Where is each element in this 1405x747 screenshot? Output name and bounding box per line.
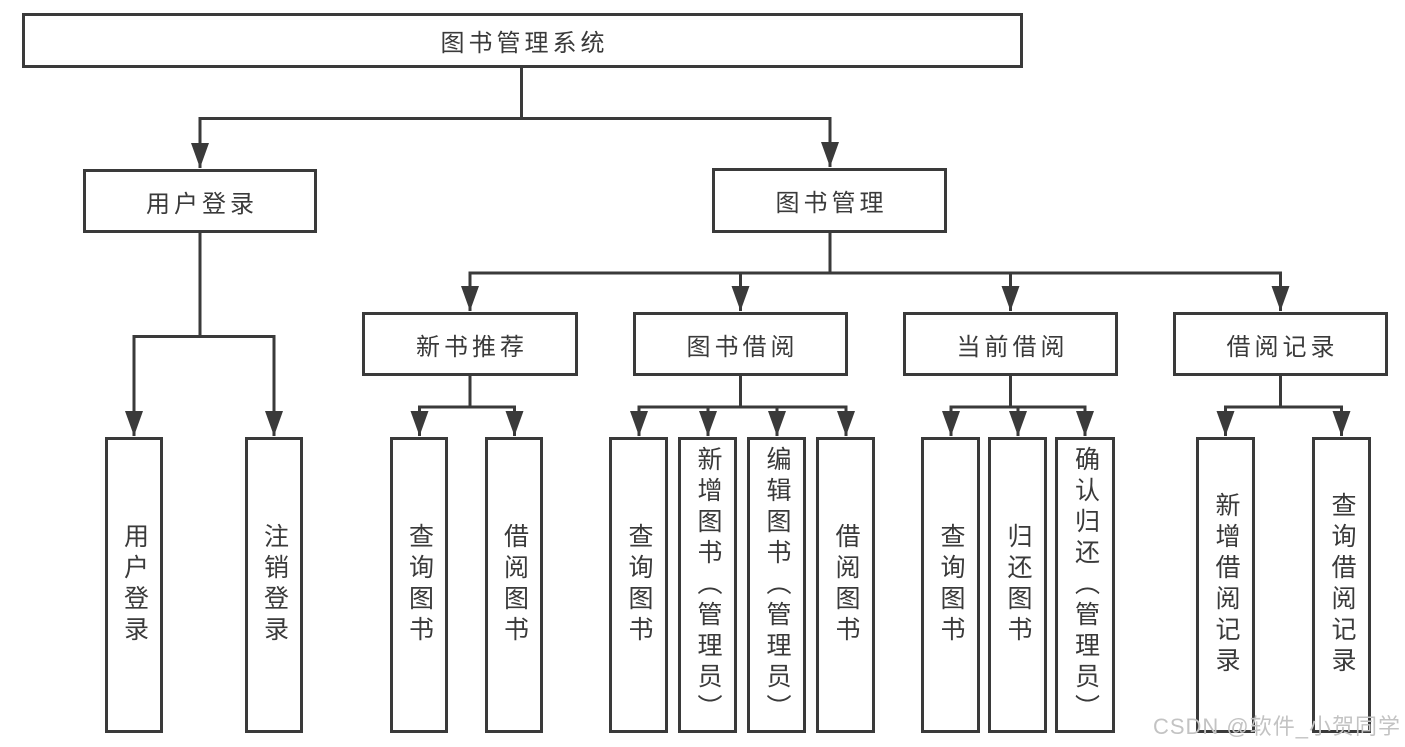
node-current-borrowing: 当前借阅 xyxy=(903,312,1118,376)
node-user-login: 用户登录 xyxy=(83,169,317,233)
leaf-user-login: 用户登录 xyxy=(105,437,163,733)
leaf-borrow-edit-books-admin: 编辑图书（管理员） xyxy=(747,437,806,733)
node-library-management-system: 图书管理系统 xyxy=(22,13,1023,68)
leaf-current-confirm-return-admin: 确认归还（管理员） xyxy=(1055,437,1115,733)
node-book-borrowing: 图书借阅 xyxy=(633,312,848,376)
leaf-current-return-books: 归还图书 xyxy=(988,437,1047,733)
leaf-recommend-borrow-books: 借阅图书 xyxy=(485,437,543,733)
leaf-logout: 注销登录 xyxy=(245,437,303,733)
node-new-book-recommendation: 新书推荐 xyxy=(362,312,578,376)
leaf-recommend-query-books: 查询图书 xyxy=(390,437,448,733)
leaf-records-add-borrow-record: 新增借阅记录 xyxy=(1196,437,1255,733)
csdn-watermark: CSDN @软件_小贺同学 xyxy=(1152,714,1401,739)
leaf-borrow-borrow-books: 借阅图书 xyxy=(816,437,875,733)
leaf-borrow-add-books-admin: 新增图书（管理员） xyxy=(678,437,737,733)
node-borrowing-records: 借阅记录 xyxy=(1173,312,1388,376)
leaf-records-query-borrow-record: 查询借阅记录 xyxy=(1312,437,1371,733)
node-book-management: 图书管理 xyxy=(712,168,947,233)
leaf-borrow-query-books: 查询图书 xyxy=(609,437,668,733)
leaf-current-query-books: 查询图书 xyxy=(921,437,980,733)
